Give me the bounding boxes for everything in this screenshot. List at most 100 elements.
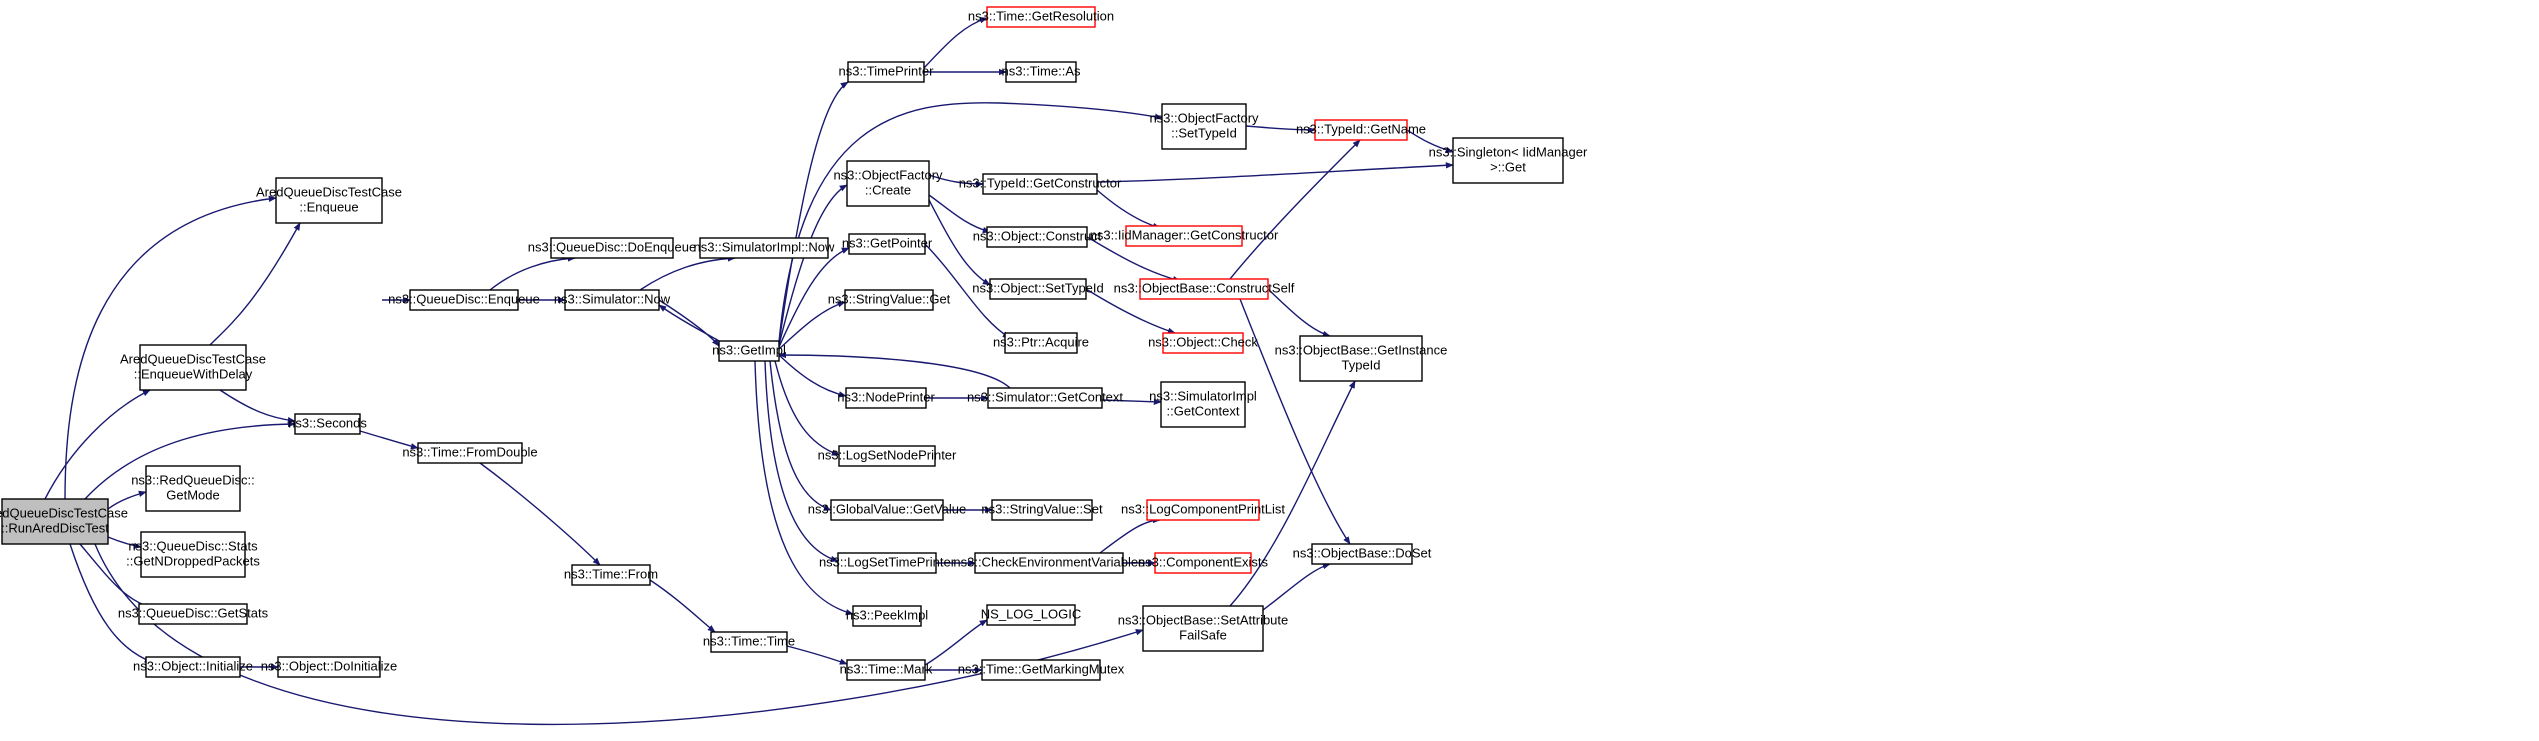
node-objconstruct[interactable]: ns3::Object::Construct: [973, 226, 1102, 248]
node-logsettime[interactable]: ns3::LogSetTimePrinter: [819, 552, 956, 574]
edge-root-to-enqdelay: [44, 389, 151, 500]
node-label-line: ns3::LogComponentPrintList: [1121, 501, 1285, 516]
node-iidgetctor[interactable]: ns3::IidManager::GetConstructor: [1090, 225, 1279, 247]
node-fromdouble[interactable]: ns3::Time::FromDouble: [402, 442, 538, 464]
node-box: [1299, 335, 1423, 382]
node-getpointer[interactable]: ns3::GetPointer: [842, 233, 933, 255]
node-peekimpl[interactable]: ns3::PeekImpl: [846, 605, 928, 627]
node-timefrom[interactable]: ns3::Time::From: [564, 564, 658, 586]
node-qddoenq[interactable]: ns3::QueueDisc::DoEnqueue: [528, 237, 696, 259]
node-box: [718, 340, 780, 362]
node-getres[interactable]: ns3::Time::GetResolution: [968, 6, 1114, 28]
node-label-line: ns3::Object::Construct: [973, 228, 1102, 243]
node-label-line: ns3::ObjectFactory: [833, 167, 943, 182]
edge-root-to-enq: [64, 195, 277, 500]
edge-getimpl-to-logsettime: [764, 360, 839, 563]
node-label-line: ns3::Time::From: [564, 566, 658, 581]
node-qdenq[interactable]: ns3::QueueDisc::Enqueue: [388, 289, 540, 311]
node-enqdelay[interactable]: AredQueueDiscTestCase::EnqueueWithDelay: [120, 344, 266, 391]
node-label-line: ns3::TimePrinter: [839, 63, 935, 78]
node-label-line: ns3::SimulatorImpl: [1149, 388, 1257, 403]
node-label-line: ns3::Time::Mark: [840, 661, 933, 676]
node-nslog[interactable]: NS_LOG_LOGIC: [981, 604, 1081, 626]
node-getstats[interactable]: ns3::QueueDisc::GetStats: [118, 603, 269, 625]
node-box: [1125, 225, 1243, 247]
node-ofcreate[interactable]: ns3::ObjectFactory::Create: [833, 160, 943, 207]
node-box: [275, 177, 383, 224]
node-label-line: >::Get: [1490, 159, 1526, 174]
node-label-line: ns3::LogSetNodePrinter: [818, 447, 957, 462]
node-simimplgetctx[interactable]: ns3::SimulatorImpl::GetContext: [1149, 381, 1257, 428]
node-tidgetctor[interactable]: ns3::TypeId::GetConstructor: [959, 173, 1122, 195]
node-ofsettypeid[interactable]: ns3::ObjectFactory::SetTypeId: [1149, 103, 1259, 150]
node-label-line: ::SetTypeId: [1171, 125, 1237, 140]
edge-root-to-obsetattr: [94, 543, 1144, 726]
node-label-line: AredQueueDiscTestCase: [0, 505, 128, 520]
node-tidgetname[interactable]: ns3::TypeId::GetName: [1296, 119, 1426, 141]
edge-simnow-to-simimplnow: [639, 255, 736, 291]
node-label-line: ns3::StringValue::Set: [981, 501, 1103, 516]
node-timemark[interactable]: ns3::Time::Mark: [840, 659, 933, 681]
node-label-line: AredQueueDiscTestCase: [256, 184, 402, 199]
node-obconstructself[interactable]: ns3::ObjectBase::ConstructSelf: [1114, 278, 1295, 300]
node-timeas[interactable]: ns3::Time::As: [1002, 61, 1081, 83]
node-doinit[interactable]: ns3::Object::DoInitialize: [261, 656, 398, 678]
edge-root-to-seconds: [84, 420, 296, 500]
node-box: [139, 344, 247, 391]
node-label-line: ns3::Object::Check: [1148, 334, 1258, 349]
node-root[interactable]: AredQueueDiscTestCase::RunAredDiscTest: [0, 498, 128, 545]
edge-getimpl-to-svget: [778, 301, 846, 350]
node-nodeprinter[interactable]: ns3::NodePrinter: [837, 387, 935, 409]
node-label-line: ns3::ObjectFactory: [1149, 110, 1259, 125]
edge-obsetattr-to-obgetinst: [1229, 380, 1356, 607]
edge-getimpl-to-simnow: [658, 304, 720, 342]
node-label-line: ns3::Time::GetMarkingMutex: [958, 661, 1125, 676]
node-gvgetvalue[interactable]: ns3::GlobalValue::GetValue: [808, 499, 967, 521]
node-getndrop[interactable]: ns3::QueueDisc::Stats::GetNDroppedPacket…: [126, 531, 260, 578]
edge-objsettypeid-to-objcheck: [1085, 288, 1176, 334]
node-box: [277, 656, 381, 678]
node-logsetnode[interactable]: ns3::LogSetNodePrinter: [818, 445, 957, 467]
node-label-line: ns3::Singleton< IidManager: [1429, 144, 1588, 159]
node-simnow[interactable]: ns3::Simulator::Now: [554, 289, 671, 311]
node-svset[interactable]: ns3::StringValue::Set: [981, 499, 1103, 521]
node-ptracquire[interactable]: ns3::Ptr::Acquire: [993, 332, 1089, 354]
node-objinit[interactable]: ns3::Object::Initialize: [133, 656, 253, 678]
edge-ofcreate-to-objsettypeid: [928, 199, 991, 286]
edge-fromdouble-to-timefrom: [479, 462, 601, 566]
node-box: [847, 61, 925, 83]
node-timetime[interactable]: ns3::Time::Time: [703, 631, 795, 653]
node-box: [1161, 103, 1247, 150]
node-enq[interactable]: AredQueueDiscTestCase::Enqueue: [256, 177, 402, 224]
node-timeprinter[interactable]: ns3::TimePrinter: [839, 61, 935, 83]
node-box: [982, 173, 1098, 195]
node-checkenv[interactable]: ns3::CheckEnvironmentVariables: [953, 552, 1145, 574]
node-seconds[interactable]: ns3::Seconds: [288, 413, 367, 435]
edge-getimpl-to-ofsettypeid: [778, 102, 1163, 343]
node-compexists[interactable]: ns3::ComponentExists: [1138, 552, 1269, 574]
node-objsettypeid[interactable]: ns3::Object::SetTypeId: [972, 278, 1104, 300]
node-obdoset[interactable]: ns3::ObjectBase::DoSet: [1293, 543, 1432, 565]
node-objcheck[interactable]: ns3::Object::Check: [1148, 332, 1258, 354]
node-label-line: ns3::ObjectBase::SetAttribute: [1118, 612, 1289, 627]
edge-getimpl-to-peekimpl: [754, 360, 854, 616]
node-markmutex[interactable]: ns3::Time::GetMarkingMutex: [958, 659, 1125, 681]
node-label-line: ns3::Ptr::Acquire: [993, 334, 1089, 349]
node-simgetctx[interactable]: ns3::Simulator::GetContext: [967, 387, 1123, 409]
node-svget[interactable]: ns3::StringValue::Get: [828, 289, 951, 311]
node-getmode[interactable]: ns3::RedQueueDisc::GetMode: [131, 465, 255, 512]
edge-seconds-to-fromdouble: [359, 430, 419, 450]
node-box: [1142, 605, 1264, 652]
node-singleton[interactable]: ns3::Singleton< IidManager>::Get: [1429, 137, 1588, 184]
node-box: [844, 289, 934, 311]
node-simimplnow[interactable]: ns3::SimulatorImpl::Now: [694, 237, 835, 259]
edge-getimpl-to-timeprinter: [778, 81, 849, 344]
node-getimpl[interactable]: ns3::GetImpl: [712, 340, 786, 362]
node-box: [1146, 499, 1260, 521]
node-label-line: ns3::StringValue::Get: [828, 291, 951, 306]
node-logcompprint[interactable]: ns3::LogComponentPrintList: [1121, 499, 1285, 521]
node-box: [1452, 137, 1564, 184]
node-label-line: ns3::Seconds: [288, 415, 367, 430]
